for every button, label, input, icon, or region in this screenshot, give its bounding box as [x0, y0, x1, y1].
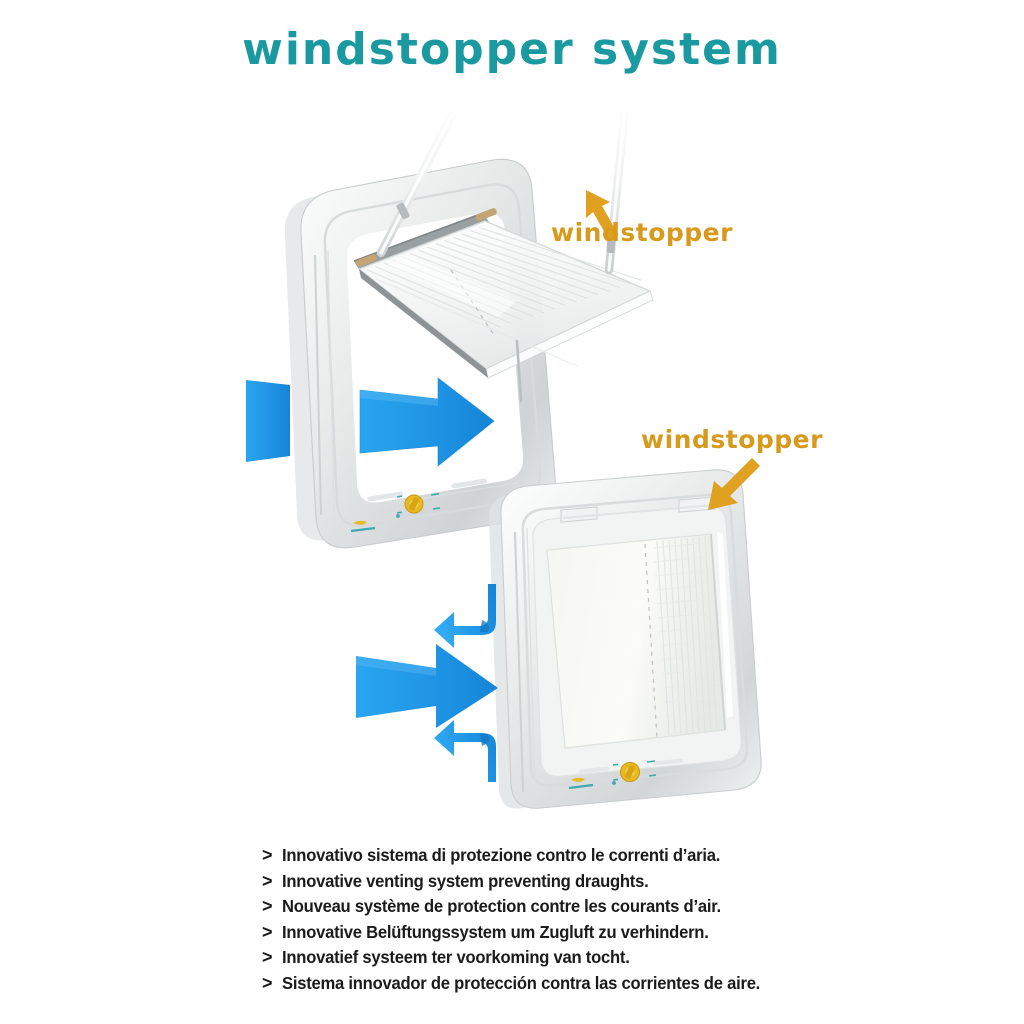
- cat-flap-closed-illustration: [488, 469, 762, 809]
- feature-list: > Innovativo sistema di protezione contr…: [262, 843, 962, 997]
- list-item-label: Innovative Belüftungssystem um Zugluft z…: [281, 921, 709, 942]
- list-item-label: Innovatief systeem ter voorkoming van to…: [281, 947, 630, 968]
- bullet-marker: >: [262, 845, 273, 865]
- list-item: > Sistema innovador de protección contra…: [262, 971, 962, 997]
- list-item-label: Sistema innovador de protección contra l…: [281, 972, 760, 993]
- bullet-marker: >: [262, 896, 273, 917]
- list-item-label: Innovative venting system preventing dra…: [281, 870, 649, 891]
- cat-flap-open-illustration: [284, 97, 654, 549]
- callout-label-bottom: windstopper: [641, 425, 823, 454]
- bullet-marker: >: [262, 972, 273, 993]
- list-item-label: Innovativo sistema di protezione contro …: [281, 845, 720, 865]
- list-item-label: Nouveau système de protection contre les…: [281, 896, 721, 917]
- list-item: > Innovatief systeem ter voorkoming van …: [262, 945, 962, 971]
- list-item: > Innovative Belüftungssystem um Zugluft…: [262, 920, 962, 946]
- deflected-arrow-down: [434, 720, 496, 782]
- bullet-marker: >: [262, 921, 273, 942]
- lock-dial-bottom-unit: [568, 758, 683, 790]
- list-item: > Innovative venting system preventing d…: [262, 869, 962, 895]
- lock-dial-top-unit: [350, 478, 518, 533]
- list-item: > Nouveau système de protection contre l…: [262, 894, 962, 920]
- windstopper-stowed-notches: [560, 496, 716, 523]
- deflected-arrow-up: [434, 584, 496, 648]
- arrow-down-left-icon: [708, 458, 760, 510]
- callout-label-top: windstopper: [551, 218, 733, 247]
- bullet-marker: >: [262, 947, 273, 968]
- airflow-arrows-deflected: [356, 584, 498, 782]
- airflow-arrow-straight: [246, 377, 495, 467]
- main-airflow-arrow: [356, 644, 498, 728]
- bullet-marker: >: [262, 870, 273, 891]
- list-item: > Innovativo sistema di protezione contr…: [262, 843, 962, 869]
- page-title: windstopper system: [242, 24, 782, 75]
